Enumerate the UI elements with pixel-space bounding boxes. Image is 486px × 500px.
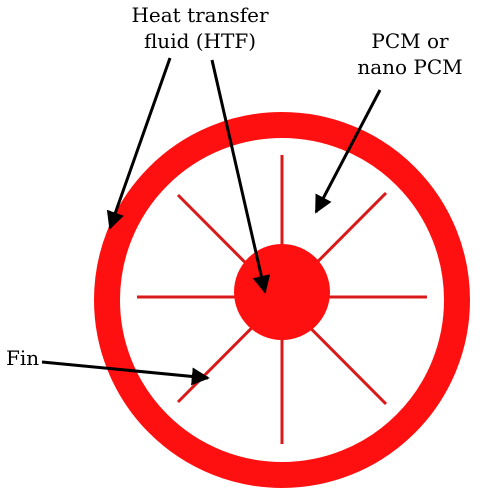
- arrow-pcm: [314, 89, 382, 214]
- label-fin: Fin: [6, 346, 40, 370]
- label-pcm-line-2: nano PCM: [357, 55, 463, 79]
- outer-shell-ring: [94, 112, 470, 488]
- label-pcm-line-1: PCM or: [371, 29, 449, 53]
- htf-tube: [234, 244, 330, 340]
- arrow-htf-to-tube: [210, 59, 271, 294]
- arrow-fin: [41, 360, 210, 386]
- label-heat-transfer-fluid: Heat transfer fluid (HTF): [110, 2, 290, 54]
- label-htf-line-1: Heat transfer: [131, 3, 269, 27]
- label-htf-line-2: fluid (HTF): [143, 29, 257, 53]
- arrow-htf-to-shell: [106, 57, 172, 230]
- label-pcm: PCM or nano PCM: [345, 28, 475, 80]
- leader-arrows: [41, 57, 382, 386]
